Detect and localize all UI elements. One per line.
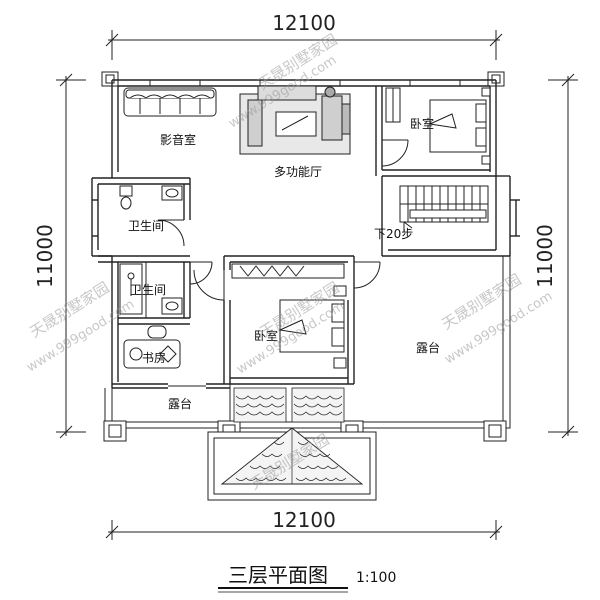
room-label-multi-hall: 多功能厅	[274, 165, 322, 179]
room-label-study: 书房	[142, 350, 166, 365]
roof-tiles-icon	[207, 387, 377, 501]
north-windows	[149, 80, 461, 86]
room-label-bedroom-center: 卧室	[254, 328, 278, 343]
bed-center-icon	[231, 263, 347, 369]
bath-upper-fixtures-icon	[119, 185, 183, 210]
room-label-bath-lower: 卫生间	[130, 283, 166, 297]
walls	[91, 79, 520, 389]
room-label-bath-upper: 卫生间	[128, 219, 164, 233]
room-label-theater: 影音室	[160, 132, 196, 147]
dimension-lines	[56, 30, 578, 540]
room-label-bedroom-ne: 卧室	[410, 116, 434, 131]
drawing-title: 三层平面图	[228, 563, 328, 587]
bottom-dimension: 12100	[272, 508, 336, 532]
door-swings	[157, 139, 409, 387]
right-dimension: 11000	[533, 224, 557, 288]
room-label-terrace-east: 露台	[416, 340, 440, 355]
room-label-terrace-south: 露台	[168, 396, 192, 411]
stair-down-note: 下20步	[374, 227, 413, 241]
theater-sofa-icon	[123, 87, 217, 117]
living-furniture-icon	[239, 85, 351, 155]
bed-ne-icon	[385, 87, 491, 165]
study-desk-icon	[123, 325, 181, 369]
left-dimension: 11000	[33, 224, 57, 288]
drawing-scale: 1:100	[356, 570, 396, 586]
top-dimension: 12100	[272, 11, 336, 35]
bath-lower-fixtures-icon	[119, 262, 183, 318]
staircase-icon	[399, 185, 489, 232]
